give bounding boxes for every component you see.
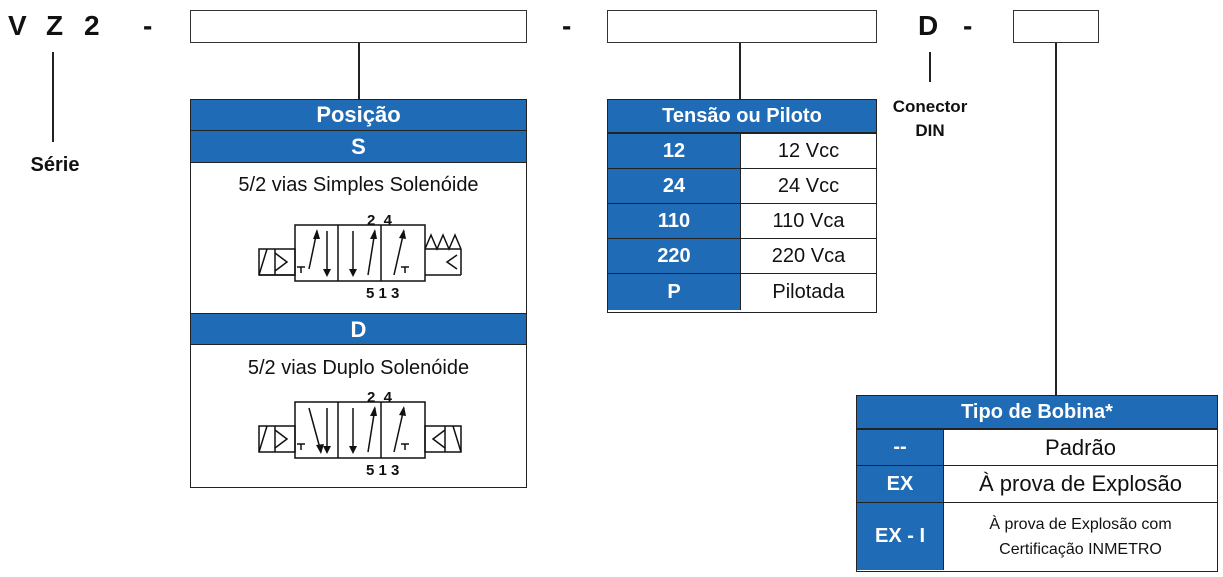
bobina-code-box <box>1013 10 1099 43</box>
tensao-value: 220 Vca <box>771 244 846 267</box>
posicao-header: Posição <box>191 100 526 131</box>
serie-line <box>52 52 54 142</box>
code-dash-1: - <box>143 10 153 41</box>
tensao-code: P <box>608 274 741 310</box>
bobina-line <box>1055 43 1057 395</box>
tensao-line <box>739 43 741 99</box>
tensao-code: 12 <box>608 134 741 168</box>
conector-label-line1: Conector <box>892 97 968 116</box>
tensao-row: 24 24 Vcc <box>608 168 876 203</box>
bobina-code: EX <box>857 466 944 502</box>
conector-line <box>929 52 931 82</box>
tensao-table: Tensão ou Piloto 12 12 Vcc 24 24 Vcc 110… <box>607 99 877 313</box>
tensao-value: 12 Vcc <box>777 139 840 162</box>
tensao-row: P Pilotada <box>608 273 876 310</box>
conector-label: Conector DIN <box>885 95 975 143</box>
posicao-table: Posição S 5/2 vias Simples Solenóide <box>190 99 527 488</box>
code-char-2: 2 <box>84 10 100 41</box>
bobina-row: EX À prova de Explosão <box>857 465 1217 502</box>
tensao-code: 110 <box>608 204 741 238</box>
code-char-v: V <box>8 10 27 41</box>
bobina-value: À prova de Explosão com Certificação INM… <box>944 503 1217 570</box>
code-char-z: Z <box>46 10 64 41</box>
posicao-option-s-code: S <box>191 131 526 163</box>
tensao-value: 110 Vca <box>772 209 845 232</box>
tensao-code-box <box>607 10 877 43</box>
conector-label-line2: DIN <box>915 121 945 140</box>
bobina-code: -- <box>857 430 944 465</box>
bobina-value: Padrão <box>1045 434 1116 460</box>
valve-double-solenoid-symbol <box>255 390 475 470</box>
serie-label: Série <box>30 154 80 176</box>
tensao-row: 12 12 Vcc <box>608 133 876 168</box>
valve-d-ports-bottom: 5 1 3 <box>366 462 400 479</box>
code-dash-2: - <box>562 10 572 41</box>
valve-s-ports-top: 2 4 <box>367 212 393 229</box>
bobina-value: À prova de Explosão <box>978 471 1183 496</box>
valve-d-ports-top: 2 4 <box>367 389 393 406</box>
bobina-table: Tipo de Bobina* -- Padrão EX À prova de … <box>856 395 1218 572</box>
valve-single-solenoid-symbol <box>255 213 475 293</box>
bobina-row: EX - I À prova de Explosão com Certifica… <box>857 502 1217 570</box>
posicao-option-s-description: 5/2 vias Simples Solenóide <box>238 174 479 196</box>
bobina-value-line1: À prova de Explosão com <box>989 515 1172 533</box>
posicao-code-box <box>190 10 527 43</box>
code-dash-3: - <box>963 10 973 41</box>
posicao-option-d-code: D <box>191 313 526 345</box>
tensao-value: Pilotada <box>772 280 845 303</box>
bobina-code: EX - I <box>857 503 944 570</box>
tensao-header: Tensão ou Piloto <box>608 100 876 133</box>
bobina-header: Tipo de Bobina* <box>857 396 1217 429</box>
posicao-line <box>358 43 360 99</box>
tensao-row: 110 110 Vca <box>608 203 876 238</box>
tensao-code: 220 <box>608 239 741 273</box>
bobina-value-line2: Certificação INMETRO <box>999 540 1162 558</box>
valve-s-ports-bottom: 5 1 3 <box>366 285 400 302</box>
tensao-code: 24 <box>608 169 741 203</box>
tensao-row: 220 220 Vca <box>608 238 876 273</box>
bobina-row: -- Padrão <box>857 429 1217 465</box>
code-char-d: D <box>918 10 939 41</box>
tensao-value: 24 Vcc <box>777 174 840 197</box>
posicao-option-d-description: 5/2 vias Duplo Solenóide <box>247 357 470 379</box>
